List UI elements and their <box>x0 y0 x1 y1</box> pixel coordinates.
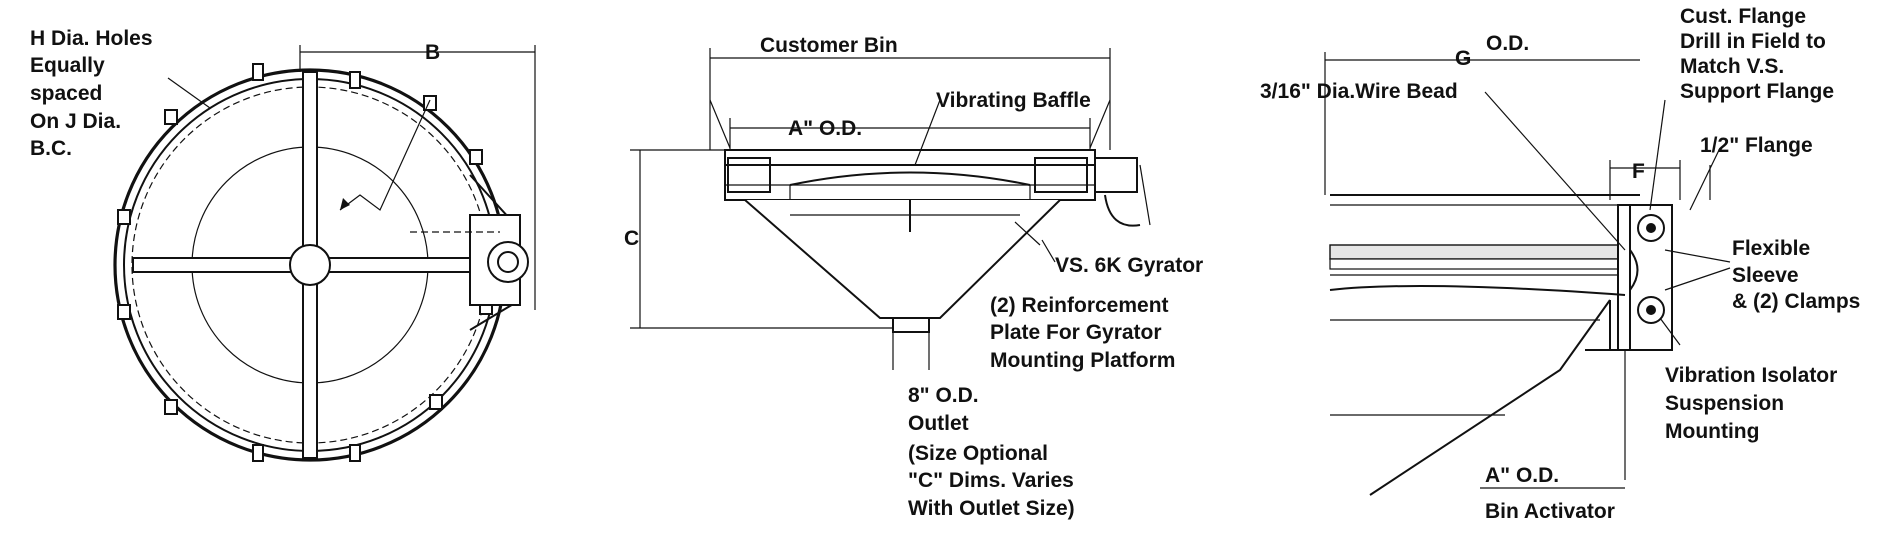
holes-label-4: On J Dia. <box>30 110 121 133</box>
holes-leader <box>167 77 211 109</box>
isolator-label-3: Mounting <box>1665 420 1759 443</box>
wire-bead-leader <box>1484 91 1626 251</box>
sleeve-label-1: Flexible <box>1732 237 1810 260</box>
cust-flange-leader <box>1649 99 1666 211</box>
outlet <box>892 317 930 333</box>
gyrator-motor <box>1094 157 1138 193</box>
outlet-label-3: (Size Optional <box>908 442 1048 465</box>
activator-lip <box>1329 285 1626 296</box>
dim-b-label: B <box>425 41 440 64</box>
half-inch-flange <box>1617 204 1631 351</box>
reinforcement-label-3: Mounting Platform <box>990 349 1175 372</box>
dim-g-label: G <box>1455 47 1471 70</box>
half-flange-leader <box>1689 147 1721 211</box>
rotation-arrow <box>339 99 431 211</box>
reinforcement-label-2: Plate For Gyrator <box>990 321 1162 344</box>
holes-label-3: spaced <box>30 82 102 105</box>
reinforcement-label-1: (2) Reinforcement <box>990 294 1169 317</box>
isolator-label-1: Vibration Isolator <box>1665 364 1837 387</box>
sleeve-label-3: & (2) Clamps <box>1732 290 1860 313</box>
center-hub-top <box>289 244 331 286</box>
reinforcement-leader <box>1014 221 1041 246</box>
outlet-label-2: Outlet <box>908 412 969 435</box>
baffle-leader <box>914 99 941 166</box>
a-od-label: A" O.D. <box>788 117 862 140</box>
half-flange-label: 1/2" Flange <box>1700 134 1813 157</box>
gyrator-shaft <box>497 251 519 273</box>
right-clamp-cluster <box>1034 157 1088 193</box>
cust-flange-label-2: Drill in Field to <box>1680 30 1826 53</box>
vibrating-baffle-label: Vibrating Baffle <box>936 89 1091 112</box>
holes-label-2: Equally <box>30 54 105 77</box>
flexible-sleeve <box>1629 249 1639 291</box>
isolator-leader <box>1659 317 1681 346</box>
holes-label-5: B.C. <box>30 137 72 160</box>
baffle-dome <box>789 171 1031 186</box>
gyrator-cable <box>1104 194 1141 227</box>
dim-f-label: F <box>1632 160 1645 183</box>
sleeve-label-2: Sleeve <box>1732 264 1799 287</box>
activator-body <box>724 149 1096 201</box>
activator-cone <box>1369 299 1611 496</box>
customer-bin-label: Customer Bin <box>760 34 898 57</box>
cust-flange-label-3: Match V.S. <box>1680 55 1784 78</box>
isolator-label-2: Suspension <box>1665 392 1784 415</box>
activator-band-1 <box>1329 244 1631 260</box>
sleeve-leader <box>1664 249 1731 263</box>
outlet-label-1: 8" O.D. <box>908 384 979 407</box>
bin-activator-label: Bin Activator <box>1485 500 1615 523</box>
gyrator-label: VS. 6K Gyrator <box>1055 254 1203 277</box>
left-clamp-cluster <box>727 157 771 193</box>
cust-flange-label-1: Cust. Flange <box>1680 5 1806 28</box>
od-label: O.D. <box>1486 32 1529 55</box>
outlet-label-5: With Outlet Size) <box>908 497 1075 520</box>
gyrator-housing <box>487 241 529 283</box>
detail-view: G O.D. Cust. Flange Drill in Field to Ma… <box>1260 5 1860 523</box>
top-view: B H Dia. Holes Equally spaced On J Dia. … <box>30 27 536 462</box>
cust-flange-label-4: Support Flange <box>1680 80 1834 103</box>
dim-c-label: C <box>624 227 639 250</box>
wire-bead-label: 3/16" Dia.Wire Bead <box>1260 80 1458 103</box>
outlet-label-4: "C" Dims. Varies <box>908 469 1074 492</box>
bottom-a-od-label: A" O.D. <box>1485 464 1559 487</box>
holes-label-1: H Dia. Holes <box>30 27 153 50</box>
side-view: Customer Bin Vibrating Baffle A" O.D. C … <box>624 34 1203 520</box>
